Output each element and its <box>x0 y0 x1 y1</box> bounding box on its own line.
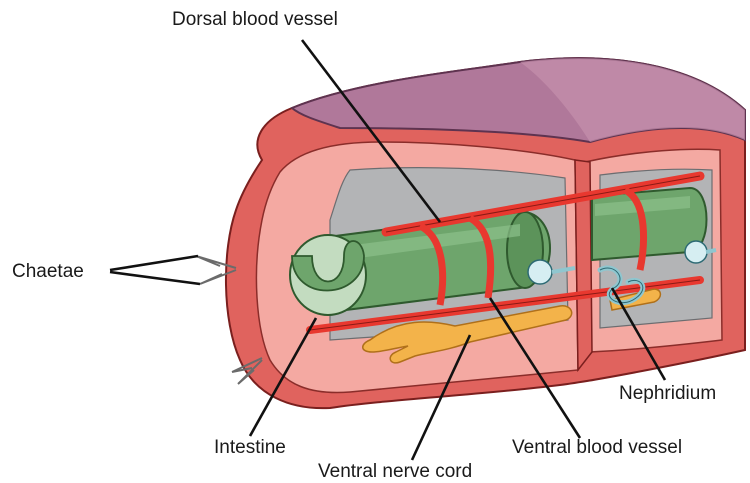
leader-chaetae-1 <box>110 256 198 270</box>
label-ventral-nerve-cord: Ventral nerve cord <box>318 462 472 481</box>
nephrostome-back <box>685 241 707 263</box>
label-intestine: Intestine <box>214 438 286 457</box>
label-nephridium: Nephridium <box>619 384 716 403</box>
label-chaetae: Chaetae <box>12 262 84 281</box>
nephridium-stalk-back <box>706 250 716 252</box>
label-dorsal-blood-vessel: Dorsal blood vessel <box>172 10 338 29</box>
leader-chaetae-2 <box>110 272 200 284</box>
nephrostome-front <box>528 260 552 284</box>
label-ventral-blood-vessel: Ventral blood vessel <box>512 438 682 457</box>
